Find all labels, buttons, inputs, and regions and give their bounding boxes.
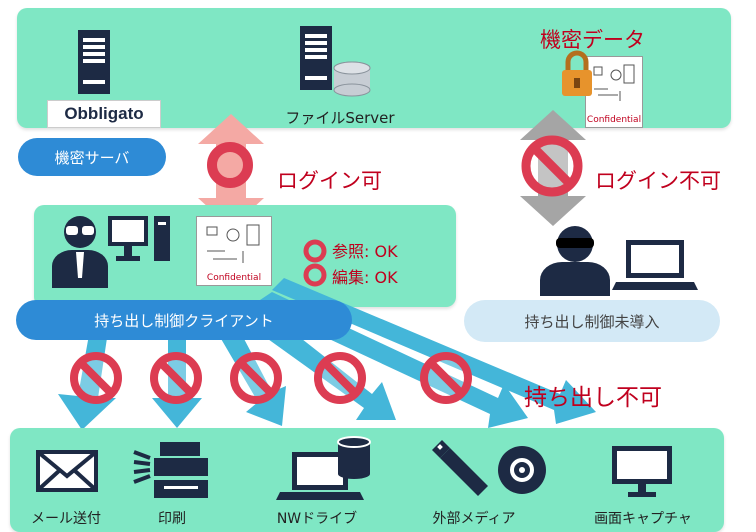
lock-icon [562, 50, 592, 96]
unmanaged-badge-label: 持ち出し制御未導入 [524, 312, 660, 331]
confidential-doc-client-label: Confidential [206, 273, 262, 283]
desktop-pc-icon [108, 216, 170, 261]
secret-server-badge: 機密サーバ [18, 138, 166, 176]
confidential-data-title: 機密データ [540, 28, 645, 52]
ref-ok: : OK [364, 242, 398, 261]
ref-ok-line: 参照: OK [332, 238, 398, 262]
login-ok-label: ログイン可 [277, 169, 382, 193]
mail-icon [36, 450, 98, 492]
file-server-label: ファイルServer [285, 109, 395, 127]
ok-ref-icon [303, 239, 327, 263]
export-label-nw-drive: NWドライブ [276, 511, 358, 527]
nw-drive-icon [276, 436, 371, 500]
export-label-print: 印刷 [158, 511, 186, 527]
ok-edit-icon [303, 263, 327, 287]
login-ok-arrow [198, 114, 264, 228]
export-label-mail: メール送付 [31, 511, 101, 527]
confidential-doc-top: Confidential [585, 56, 643, 128]
file-server-icon [300, 26, 371, 97]
secret-server-badge-label: 機密サーバ [54, 148, 130, 167]
edit-label: 編集 [332, 268, 365, 287]
printer-icon [133, 442, 208, 498]
export-control-client-badge-label: 持ち出し制御クライアント [94, 311, 274, 330]
screen-capture-icon [612, 446, 672, 497]
laptop-icon [612, 240, 698, 290]
edit-ok: : OK [364, 268, 398, 287]
hacker-icon [540, 226, 610, 296]
login-ng-label: ログイン不可 [595, 169, 721, 193]
logo-text: Obbligato [64, 104, 144, 123]
export-label-external-media: 外部メディア [432, 511, 516, 527]
obbligato-logo: Obbligato [47, 100, 161, 128]
server-icon [78, 30, 110, 94]
edit-ok-line: 編集: OK [332, 264, 398, 288]
export-control-client-badge: 持ち出し制御クライアント [16, 300, 352, 340]
ref-label: 参照 [332, 242, 365, 261]
doc-drawing [206, 224, 260, 263]
unmanaged-badge: 持ち出し制御未導入 [464, 300, 720, 342]
prohibited-export-icons [70, 352, 472, 404]
confidential-doc-client: Confidential [196, 216, 272, 286]
export-prohibited-title: 持ち出し不可 [524, 385, 662, 411]
usb-stick-icon [432, 440, 488, 496]
doc-drawing [593, 64, 635, 101]
ok-circle-icon [207, 142, 253, 188]
export-label-screen-capture: 画面キャプチャ [594, 511, 692, 527]
confidential-doc-top-label: Confidential [586, 115, 642, 125]
prohibited-login-icon [521, 135, 583, 197]
user-icon [52, 216, 108, 288]
cd-disc-icon [498, 446, 546, 494]
